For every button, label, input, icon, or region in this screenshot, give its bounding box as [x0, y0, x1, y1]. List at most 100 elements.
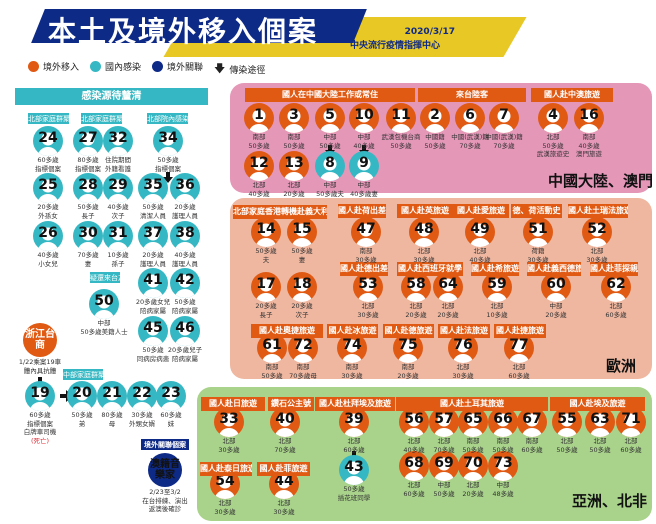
case-64[interactable]: 64: [433, 272, 463, 302]
case-47[interactable]: 47: [351, 217, 381, 247]
case-line: 50多歲: [142, 346, 164, 354]
case-34[interactable]: 34: [153, 126, 183, 156]
case-72[interactable]: 72: [288, 333, 318, 363]
case-9[interactable]: 9: [349, 151, 379, 181]
legend-label: 境外移入: [43, 63, 80, 73]
case-23[interactable]: 23: [156, 381, 186, 411]
case-13[interactable]: 13: [279, 151, 309, 181]
case-76[interactable]: 76: [448, 333, 478, 363]
case-musician[interactable]: [148, 453, 182, 487]
case-62[interactable]: 62: [601, 272, 631, 302]
navy-dot-icon: [152, 61, 163, 72]
group-label: 國人赴菲旅遊: [257, 462, 310, 476]
case-45[interactable]: 45: [138, 316, 168, 346]
case-number: 51: [528, 221, 548, 237]
case-19[interactable]: 19: [25, 381, 55, 411]
case-3[interactable]: 3: [279, 103, 309, 133]
case-15[interactable]: 15: [287, 217, 317, 247]
teal-dot-icon: [90, 61, 101, 72]
case-6[interactable]: 6: [455, 103, 485, 133]
case-22[interactable]: 22: [127, 381, 157, 411]
case-line: 小女兒: [38, 259, 58, 268]
case-24[interactable]: 24: [33, 126, 63, 156]
case-51[interactable]: 51: [523, 217, 553, 247]
case-16[interactable]: 16: [574, 103, 604, 133]
case-40[interactable]: 40: [270, 407, 300, 437]
case-number: 1: [254, 107, 264, 123]
case-59[interactable]: 59: [482, 272, 512, 302]
case-zhejiang[interactable]: [23, 323, 57, 357]
case-29[interactable]: 29: [103, 173, 133, 203]
case-line: 30多歲: [273, 507, 295, 516]
case-35[interactable]: 35: [138, 173, 168, 203]
case-30[interactable]: 30: [73, 221, 103, 251]
case-7[interactable]: 7: [489, 103, 519, 133]
case-53[interactable]: 53: [353, 272, 383, 302]
case-58[interactable]: 58: [401, 272, 431, 302]
case-56[interactable]: 56: [399, 407, 429, 437]
case-21[interactable]: 21: [97, 381, 127, 411]
case-31[interactable]: 31: [103, 221, 133, 251]
case-number: 2: [430, 107, 440, 123]
case-42[interactable]: 42: [170, 268, 200, 298]
case-10[interactable]: 10: [349, 103, 379, 133]
case-18[interactable]: 18: [287, 272, 317, 302]
case-17[interactable]: 17: [251, 272, 281, 302]
case-2[interactable]: 2: [420, 103, 450, 133]
case-49[interactable]: 49: [465, 217, 495, 247]
case-line: 住院期間: [105, 156, 131, 164]
case-67[interactable]: 67: [517, 407, 547, 437]
case-63[interactable]: 63: [585, 407, 615, 437]
case-20[interactable]: 20: [67, 381, 97, 411]
case-25[interactable]: 25: [33, 173, 63, 203]
case-line: 白牌車司機: [23, 428, 57, 436]
case-number: 13: [284, 155, 304, 171]
case-61[interactable]: 61: [257, 333, 287, 363]
case-60[interactable]: 60: [541, 272, 571, 302]
case-11[interactable]: 11: [386, 103, 416, 133]
case-line: 武漢旅遊史: [536, 150, 570, 158]
case-57[interactable]: 57: [429, 407, 459, 437]
case-14[interactable]: 14: [251, 217, 281, 247]
case-line: 30多歲: [527, 255, 549, 264]
case-line: 20多歲: [255, 302, 277, 310]
case-52[interactable]: 52: [582, 217, 612, 247]
case-36[interactable]: 36: [170, 173, 200, 203]
case-70[interactable]: 70: [458, 451, 488, 481]
case-66[interactable]: 66: [488, 407, 518, 437]
case-27[interactable]: 27: [73, 126, 103, 156]
case-48[interactable]: 48: [409, 217, 439, 247]
case-55[interactable]: 55: [552, 407, 582, 437]
case-12[interactable]: 12: [244, 151, 274, 181]
case-65[interactable]: 65: [458, 407, 488, 437]
case-32[interactable]: 32: [103, 126, 133, 156]
case-33[interactable]: 33: [214, 407, 244, 437]
case-75[interactable]: 75: [393, 333, 423, 363]
case-5[interactable]: 5: [315, 103, 345, 133]
case-68[interactable]: 68: [399, 451, 429, 481]
case-74[interactable]: 74: [337, 333, 367, 363]
case-39[interactable]: 39: [339, 407, 369, 437]
case-71[interactable]: 71: [616, 407, 646, 437]
case-73[interactable]: 73: [488, 451, 518, 481]
case-4[interactable]: 4: [538, 103, 568, 133]
case-38[interactable]: 38: [170, 221, 200, 251]
case-77[interactable]: 77: [504, 333, 534, 363]
case-50[interactable]: 50: [89, 289, 119, 319]
case-1[interactable]: 1: [244, 103, 274, 133]
case-8[interactable]: 8: [315, 151, 345, 181]
case-46[interactable]: 46: [170, 316, 200, 346]
case-41[interactable]: 41: [138, 268, 168, 298]
case-description: 30多歲外甥女婿: [107, 411, 177, 428]
case-69[interactable]: 69: [429, 451, 459, 481]
case-28[interactable]: 28: [73, 173, 103, 203]
case-37[interactable]: 37: [138, 221, 168, 251]
case-line: 北部: [409, 302, 423, 310]
case-26[interactable]: 26: [33, 221, 63, 251]
case-43[interactable]: 43: [339, 455, 369, 485]
case-number: 77: [509, 337, 529, 353]
